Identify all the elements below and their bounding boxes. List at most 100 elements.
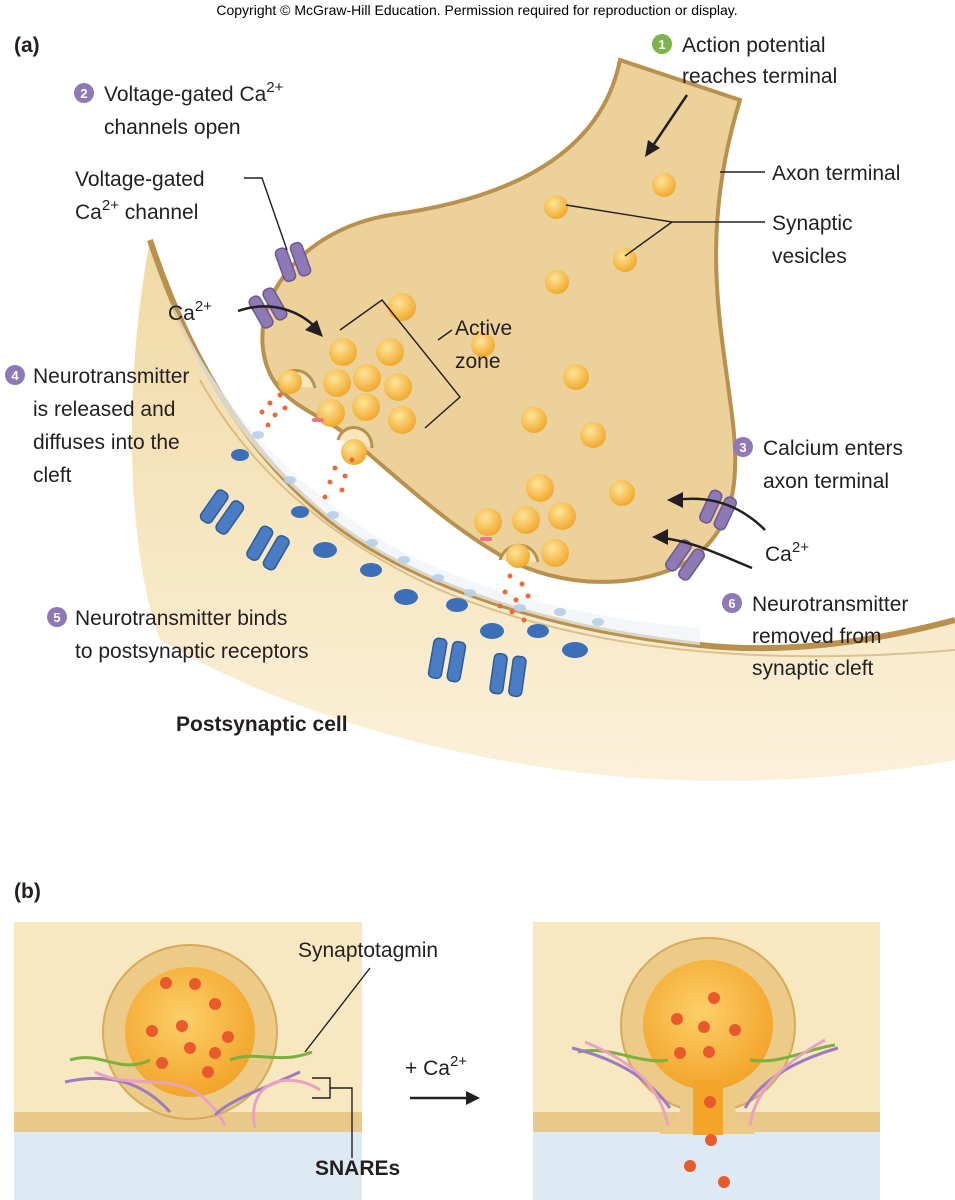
bound-transmitter [313,542,337,558]
vesicle [329,338,357,366]
superscript: 2+ [195,298,212,315]
released-neurotransmitter [259,392,531,623]
cleft-particle [284,476,296,484]
synaptotagmin-left [69,1056,151,1067]
transmitter-dot [525,593,531,599]
vesicle [341,439,367,465]
ca-entry-arrow-right-top [674,497,766,531]
transmitter-dot [176,1020,188,1032]
channel-label-line1: Voltage-gated [75,168,205,191]
transmitter-dot [327,479,333,485]
active-zone-label-line2: zone [455,350,501,373]
vesicle [521,407,547,433]
panel-b-before [14,922,371,1200]
cleft-particle [327,511,339,519]
vesicle [317,399,345,427]
bound-transmitter [480,623,504,639]
transmitter-dot [708,992,720,1004]
arrowhead [305,320,323,337]
snare-pink-left [584,1040,670,1126]
step-1-line2: reaches terminal [682,65,837,88]
transmitter-dot [684,1160,696,1172]
ca-right-label: Ca2+ [765,539,809,566]
vesicle [278,370,302,394]
vesicle [541,539,569,567]
transmitter-dot [209,998,221,1010]
panel-b-after [533,922,880,1200]
vesicle [384,373,412,401]
axon-terminal-body [260,57,743,584]
synaptic-vesicles-label-line1: Synaptic [772,212,853,235]
step-badge-2 [74,83,94,103]
step-1-line1: Action potential [682,34,826,57]
transmitter-dot [259,409,265,415]
cleft-particle [398,556,410,564]
step-5-line1: Neurotransmitter binds [75,607,287,630]
step-6-line3: synaptic cleft [752,657,874,680]
vesicle-leader-2 [624,221,673,257]
ca-left-label: Ca2+ [168,298,212,325]
docking-markers [312,418,492,541]
action-potential-arrow [648,94,689,151]
transmitter-dot [509,609,515,615]
cleft-particle [514,604,526,612]
transmitter-dot [502,589,508,595]
step-6-line2: removed from [752,625,882,648]
plus-ca-label: + Ca2+ [405,1053,467,1080]
vesicle [388,406,416,434]
axon-terminal-label: Axon terminal [772,162,900,185]
leader-lines [244,171,765,429]
bound-transmitter [562,642,588,658]
docking-marker [480,537,492,541]
vesicle [388,293,416,321]
postsynaptic-cell-body [131,240,955,781]
receptor [489,652,527,698]
step-badge-4 [5,365,25,385]
channel-label-line2: Ca2+ channel [75,197,198,224]
cleft-bg [14,1130,362,1200]
vesicle [471,333,495,357]
transmitter-dot [209,1047,221,1059]
step-2-text: Voltage-gated Ca [104,83,267,106]
synaptic-vesicles-label-line2: vesicles [772,245,847,268]
bound-transmitter [291,506,309,518]
transmitter-dot [718,1176,730,1188]
transmitter-dot [519,581,525,587]
bound-neurotransmitter [231,449,588,658]
step-4-line3: diffuses into the [33,431,180,454]
step-number: 1 [658,37,665,52]
step-number: 4 [11,368,19,383]
snare-purple-left [571,1046,672,1109]
plus-ca-base: + Ca [405,1057,450,1080]
step-badge-3 [733,437,753,457]
vesicle [613,248,637,272]
transmitter-dot [671,1013,683,1025]
receptor [427,637,467,683]
transmitter-dot [222,1031,234,1043]
bound-transmitter [231,449,249,461]
vesicle-transmitters [671,992,741,1188]
channel-leader [244,177,288,251]
arrowhead [645,140,660,157]
vesicle [376,338,404,366]
step-4-line2: is released and [33,398,175,421]
postsynaptic-cell-label: Postsynaptic cell [176,713,348,736]
step-badge-1 [652,34,672,54]
step-number: 6 [728,596,735,611]
synaptotagmin-leader [304,967,371,1053]
transmitter-dot [272,412,278,418]
step-2-line1: Voltage-gated Ca2+ [104,79,284,106]
step-3-line1: Calcium enters [763,437,903,460]
step-badge-5 [47,607,67,627]
snares-label: SNAREs [315,1157,400,1180]
step-4-line1: Neurotransmitter [33,365,189,388]
transmitter-dot [674,1047,686,1059]
bound-transmitter [360,563,382,577]
cleft-particle [464,589,476,597]
active-zone-leader [437,329,453,341]
transmitter-dot [322,494,328,500]
transmitter-dot [265,422,271,428]
synaptotagmin-right [749,1043,836,1063]
arrowhead [667,492,683,508]
